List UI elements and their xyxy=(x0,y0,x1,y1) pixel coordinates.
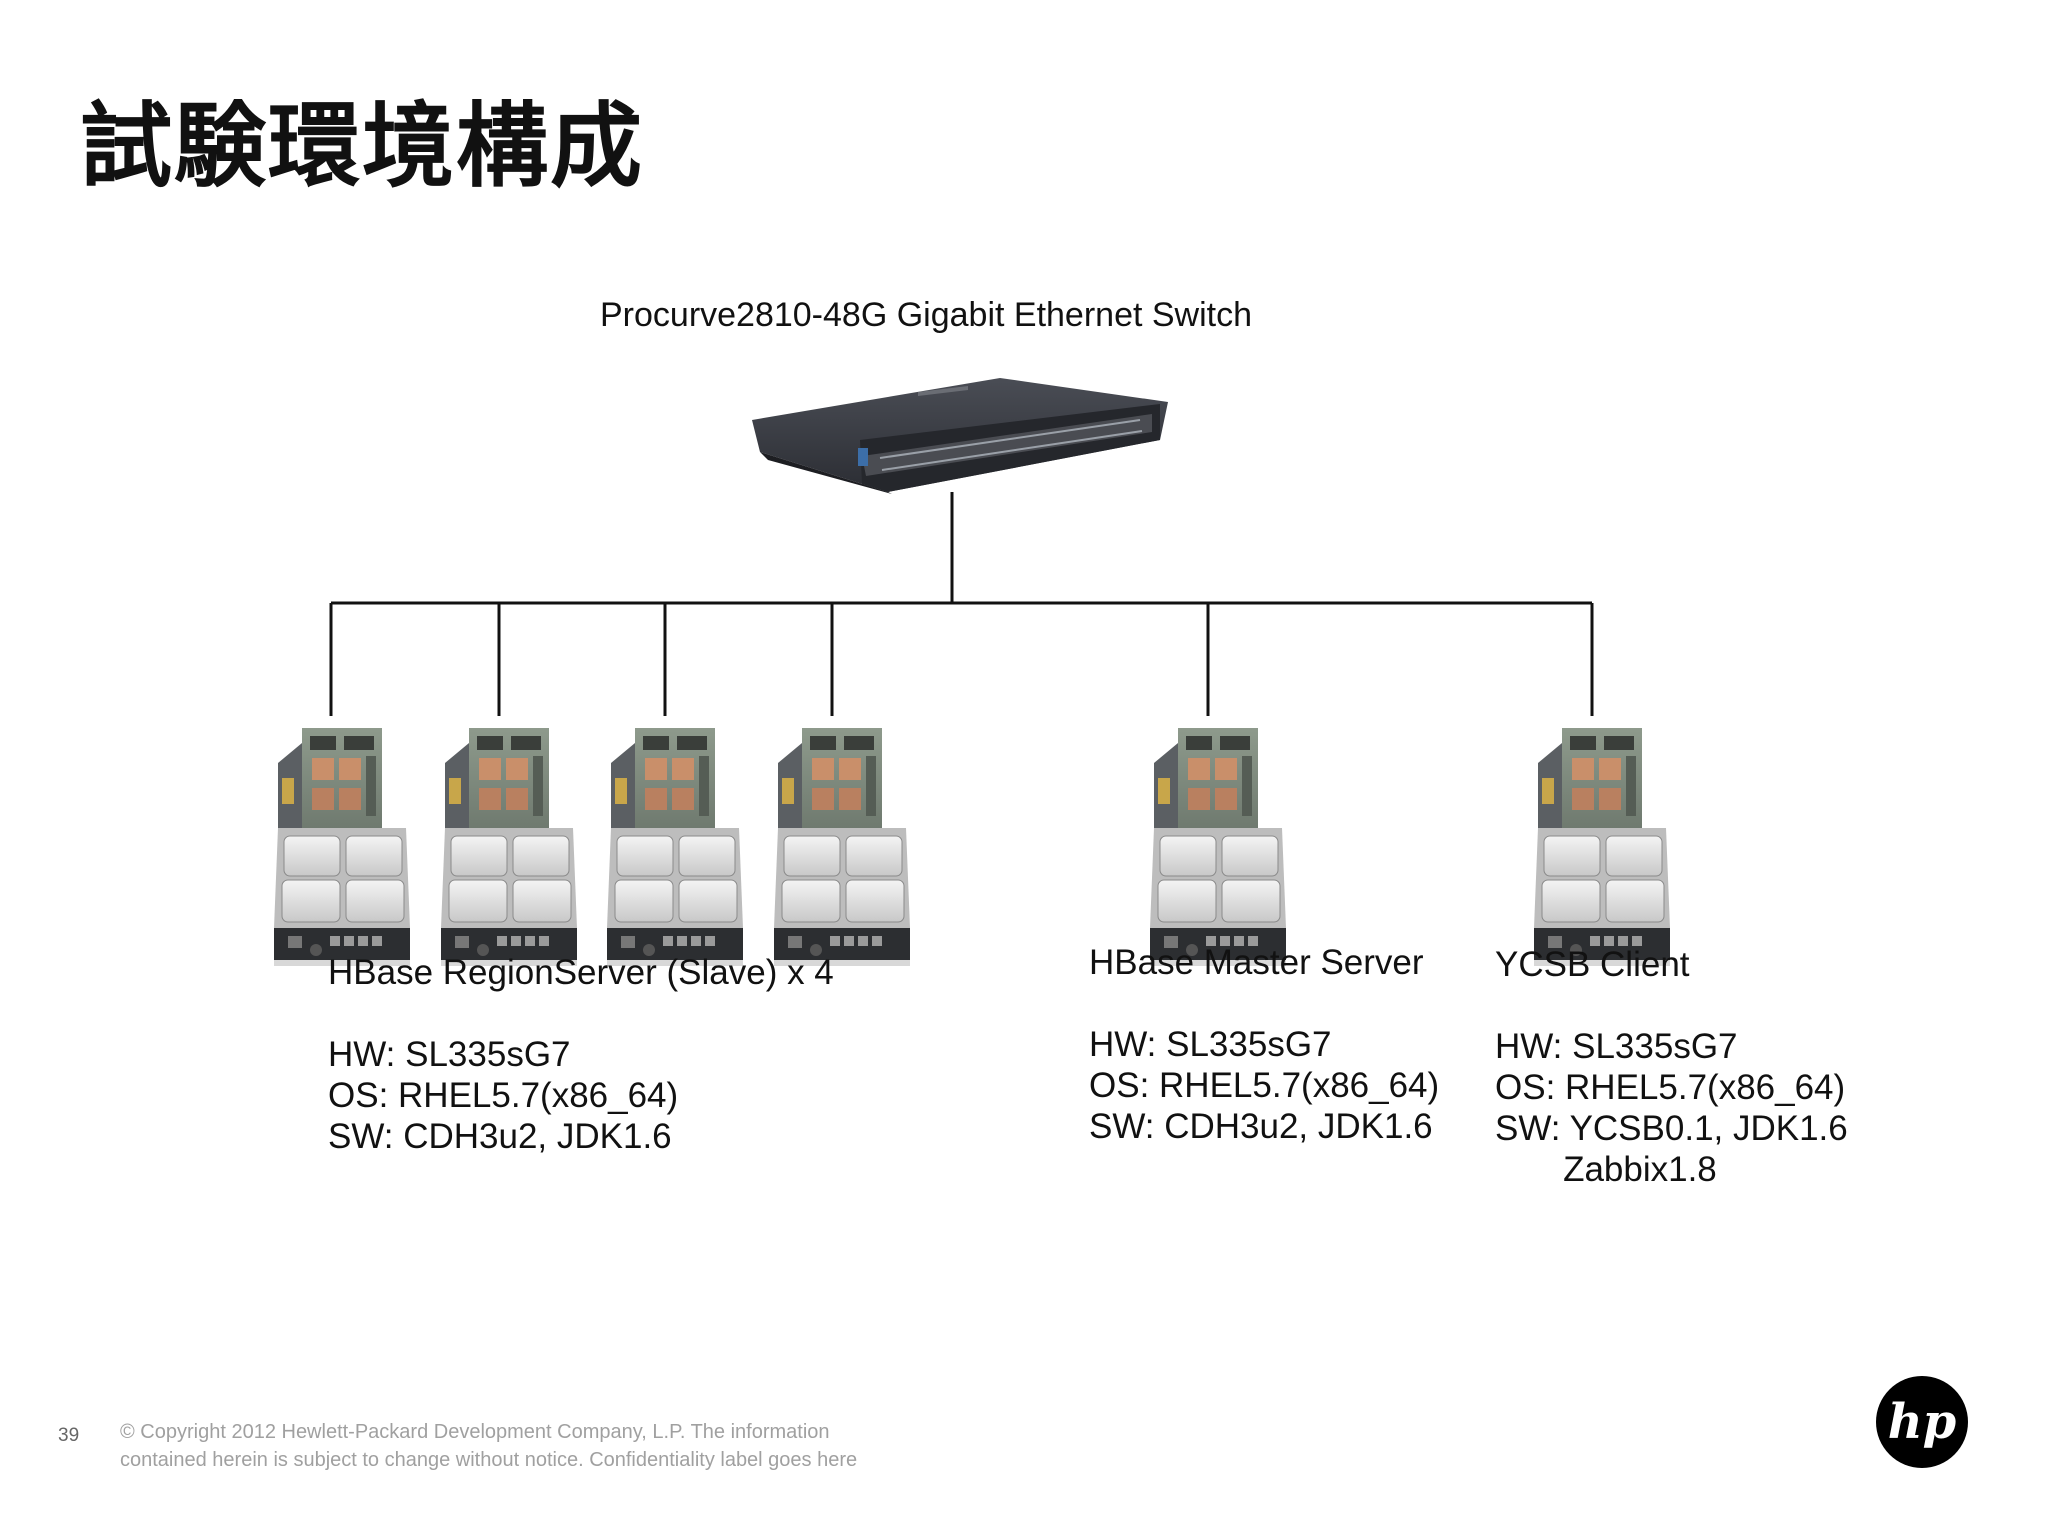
page-number: 39 xyxy=(58,1425,80,1446)
spec-line: HW: SL335sG7 xyxy=(1089,1025,1332,1064)
spec-line: SW: YCSB0.1, JDK1.6 xyxy=(1495,1109,1848,1148)
connection-lines xyxy=(329,492,1594,716)
spec-line: OS: RHEL5.7(x86_64) xyxy=(1495,1068,1846,1107)
ycsb-client-spec: YCSB Client HW: SL335sG7 OS: RHEL5.7(x86… xyxy=(1495,944,1848,1190)
copyright-line: contained herein is subject to change wi… xyxy=(120,1449,858,1471)
spec-line: HW: SL335sG7 xyxy=(328,1035,571,1074)
copyright-notice: © Copyright 2012 Hewlett-Packard Develop… xyxy=(120,1418,880,1474)
server-node-icon xyxy=(440,727,578,967)
server-node-icon xyxy=(1149,727,1287,967)
spec-line: OS: RHEL5.7(x86_64) xyxy=(1089,1066,1440,1105)
spec-line: HW: SL335sG7 xyxy=(1495,1027,1738,1066)
master-server-spec: HBase Master Server HW: SL335sG7 OS: RHE… xyxy=(1089,942,1439,1147)
switch-label: Procurve2810-48G Gigabit Ethernet Switch xyxy=(600,296,1253,334)
spec-line: Zabbix1.8 xyxy=(1495,1150,1717,1189)
slide-title: 試験環境構成 xyxy=(80,93,645,200)
server-node-icon xyxy=(1533,727,1671,967)
server-node-icon xyxy=(606,727,744,967)
regionserver-spec: HBase RegionServer (Slave) x 4 HW: SL335… xyxy=(328,952,834,1157)
hp-logo: hp xyxy=(1876,1376,1968,1468)
server-node-icon xyxy=(273,727,411,967)
spec-line: SW: CDH3u2, JDK1.6 xyxy=(1089,1107,1433,1146)
server-node-icon xyxy=(773,727,911,967)
group-heading: HBase RegionServer (Slave) x 4 xyxy=(328,953,834,992)
network-switch-icon xyxy=(752,378,1168,494)
copyright-line: © Copyright 2012 Hewlett-Packard Develop… xyxy=(120,1421,830,1443)
group-heading: HBase Master Server xyxy=(1089,943,1424,982)
spec-line: SW: CDH3u2, JDK1.6 xyxy=(328,1117,672,1156)
hp-logo-text: hp xyxy=(1888,1394,1956,1450)
group-heading: YCSB Client xyxy=(1495,945,1690,984)
spec-line: OS: RHEL5.7(x86_64) xyxy=(328,1076,679,1115)
